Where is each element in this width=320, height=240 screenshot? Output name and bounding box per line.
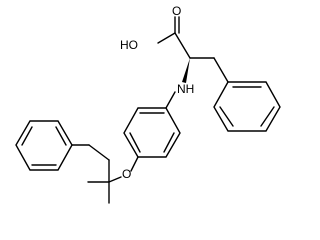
ring-upper-outline — [213, 81, 281, 132]
ring-middle-double-2 — [163, 132, 175, 153]
ether-linkage — [71, 144, 139, 204]
bond-c-alpha — [174, 32, 191, 59]
phenyl-ring-upper — [213, 81, 281, 132]
bond-ring-o — [130, 156, 139, 172]
ring-lower-double-2 — [21, 126, 33, 146]
backbone — [165, 57, 229, 109]
carbonyl-oxygen-label: O — [172, 4, 181, 18]
ring-upper-double-2 — [260, 106, 275, 127]
ring-upper-double-3 — [219, 106, 234, 127]
ring-middle-outline — [123, 107, 181, 158]
ring-lower-outline — [15, 120, 73, 171]
bond-o-cq — [108, 176, 122, 183]
ring-lower-double-1 — [55, 126, 67, 146]
benzene-ring-middle — [123, 107, 181, 158]
wedge-alpha-n — [182, 58, 190, 83]
bond-ch2-ch2 — [88, 144, 110, 161]
hydroxyl-label: HO — [120, 38, 138, 52]
ring-middle-double-3 — [129, 132, 141, 153]
ether-oxygen-label: O — [122, 167, 131, 181]
amine-label: NH — [177, 82, 194, 96]
carboxyl-group — [157, 16, 191, 59]
bond-c-oh — [157, 32, 176, 44]
bond-ch2-ring — [213, 57, 229, 83]
structure-svg: HO O NH O — [15, 4, 281, 204]
molecule-diagram: HO O NH O — [15, 4, 281, 204]
bond-n-ring — [165, 91, 176, 109]
phenyl-ring-lower — [15, 120, 73, 171]
